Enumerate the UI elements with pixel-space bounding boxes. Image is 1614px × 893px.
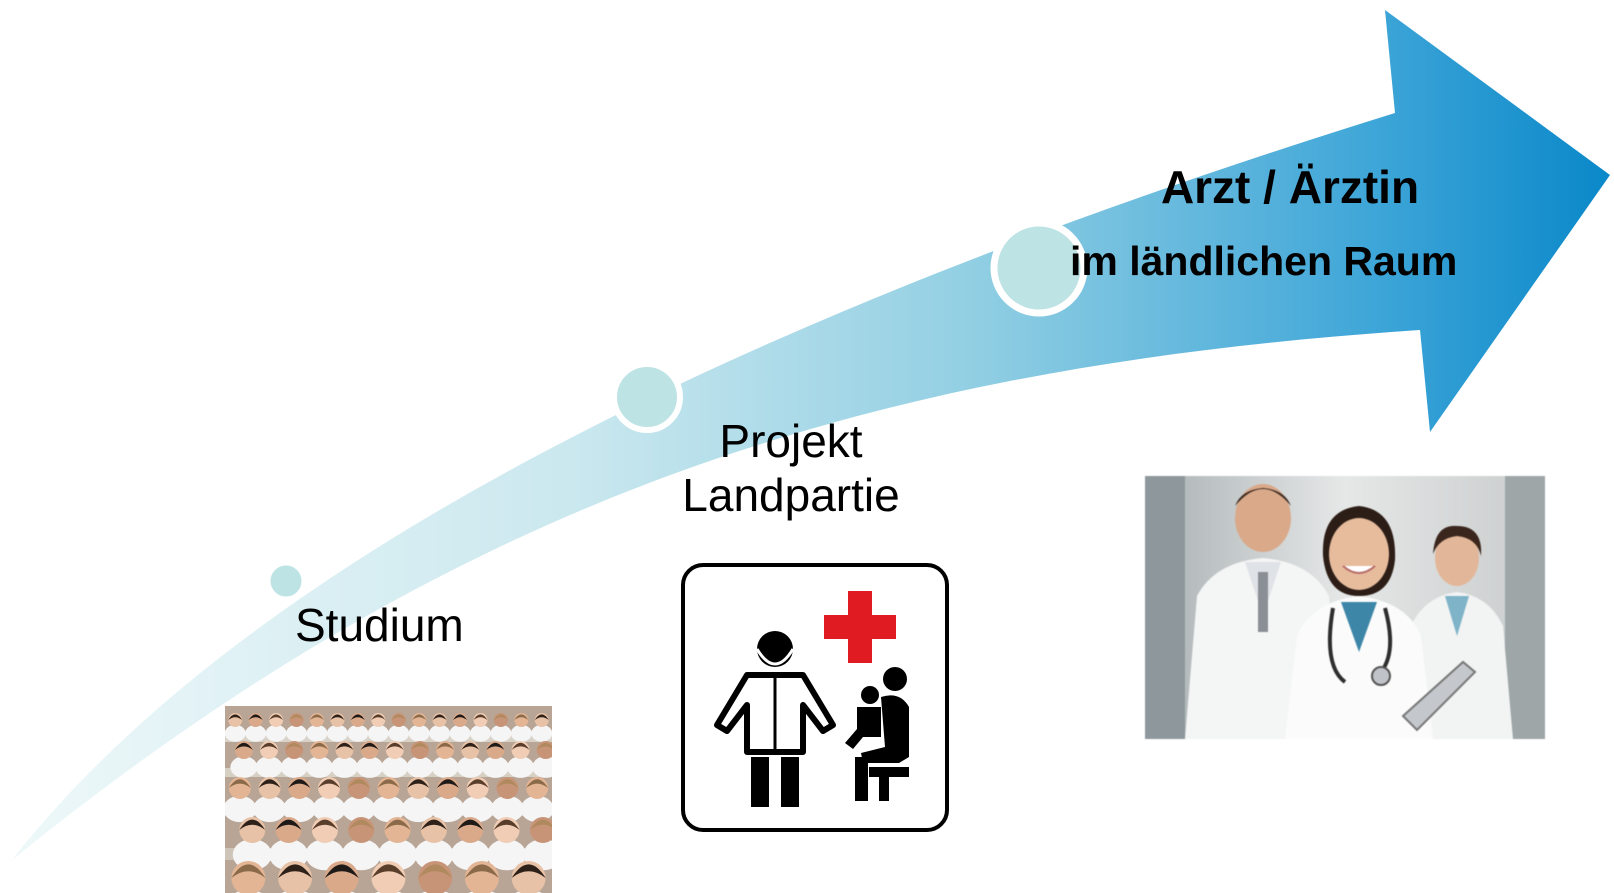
milestone-dot-large [990, 219, 1088, 317]
step-label-studium: Studium [295, 599, 464, 651]
red-cross-icon [824, 591, 896, 663]
doctor-with-patient-pictogram [681, 563, 949, 832]
milestone-dot-medium [611, 361, 683, 433]
step-label-projekt-line2: Landpartie [682, 469, 900, 521]
step-label-projekt: Projekt Landpartie [660, 414, 922, 522]
doctor-figure-icon [714, 631, 836, 807]
step-label-projekt-line1: Projekt [719, 415, 863, 467]
patient-figure-icon [845, 667, 909, 801]
step-label-arzt-title: Arzt / Ärztin [1160, 161, 1420, 213]
arrow-body [12, 10, 1610, 860]
doctors-group-photo [1145, 476, 1545, 739]
step-label-arzt-subtitle: im ländlichen Raum [1070, 238, 1458, 284]
lecture-hall-students-photo [225, 706, 552, 893]
milestone-dot-small [265, 560, 307, 602]
